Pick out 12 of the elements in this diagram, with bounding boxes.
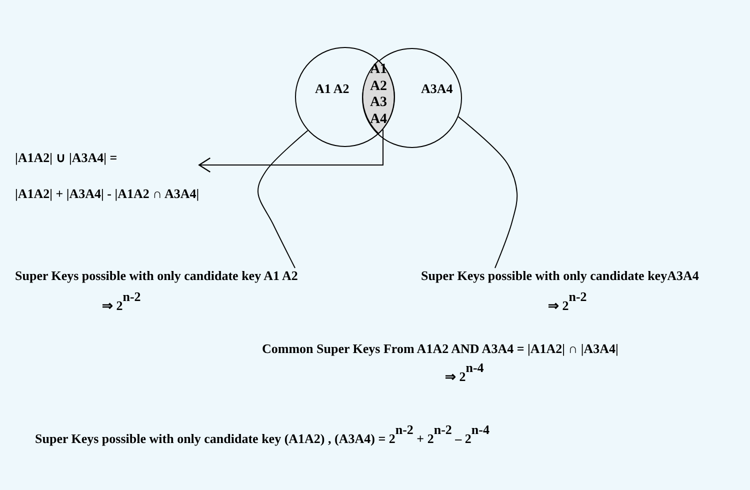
formula-text: Common Super Keys From A1A2 AND A3A4 = |A1A2| ∩ |A3A4| <box>262 341 618 356</box>
formula-text: |A1A2| + |A3A4| - |A1A2 ∩ A3A4| <box>15 186 200 201</box>
set-label: A3A4 <box>421 81 453 96</box>
annotation-text: Super Keys possible with only candidate key A1 A2 <box>15 268 298 283</box>
intersection-region <box>362 60 395 134</box>
set-label: A1 A2 <box>315 81 350 96</box>
annotation-text: Super Keys possible with only candidate keyA3A4 <box>421 268 699 283</box>
venn-circle <box>295 47 395 147</box>
leader-line <box>458 116 518 268</box>
venn-circle <box>362 48 462 148</box>
leader-line <box>258 130 308 268</box>
formula-text: |A1A2| ∪ |A3A4| = <box>15 150 118 165</box>
